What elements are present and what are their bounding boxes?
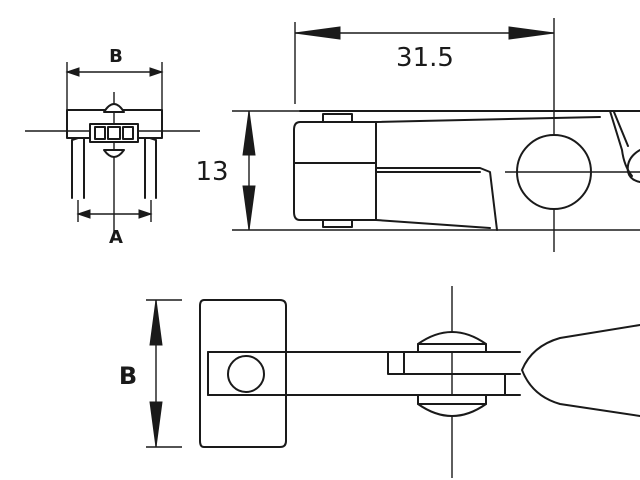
- top-joint-notch: [387, 351, 405, 375]
- top-jaw-hole: [227, 355, 265, 393]
- side-handle-upper: [609, 110, 633, 177]
- length-arrow-right: [508, 26, 555, 40]
- side-view: 31.5 13: [195, 18, 640, 252]
- side-lower-blade-bottom: [375, 219, 491, 229]
- top-rivet-head-lower: [417, 394, 487, 417]
- length-dimension-label: 31.5: [396, 43, 454, 73]
- side-lower-blade: [375, 167, 498, 231]
- bottom-b-arrow-top: [149, 299, 163, 346]
- front-a-arrow-left: [76, 209, 91, 219]
- front-rivet-right: [122, 126, 134, 140]
- front-rivet-housing: [89, 123, 139, 143]
- height-arrow-bottom: [242, 185, 256, 231]
- height-arrow-top: [242, 110, 256, 156]
- front-rivet-center: [107, 126, 121, 140]
- side-bottom-tab: [322, 219, 353, 228]
- front-b-label: B: [109, 46, 123, 67]
- height-dimension-label: 13: [195, 157, 228, 187]
- front-b-arrow-left: [65, 67, 80, 77]
- side-handle-edge: [613, 111, 629, 147]
- side-jaw-head: [293, 121, 377, 221]
- side-upper-blade-top: [375, 116, 601, 123]
- top-handle-grip: [521, 324, 640, 417]
- front-a-arrow-right: [138, 209, 153, 219]
- front-a-label: A: [109, 227, 123, 248]
- top-rivet-head-upper: [417, 331, 487, 353]
- front-view: B A: [25, 46, 200, 248]
- front-handle-left: [71, 137, 79, 199]
- length-arrow-left: [294, 26, 341, 40]
- top-view: B: [119, 286, 640, 478]
- front-b-arrow-right: [149, 67, 164, 77]
- side-handle-spring: [626, 149, 640, 183]
- bottom-b-arrow-bottom: [149, 401, 163, 448]
- bottom-b-label: B: [119, 362, 137, 390]
- front-bottom-boss: [103, 149, 125, 158]
- front-handle-right: [149, 137, 157, 199]
- front-rivet-left: [94, 126, 106, 140]
- side-top-tab: [322, 113, 353, 123]
- front-top-boss: [103, 103, 125, 113]
